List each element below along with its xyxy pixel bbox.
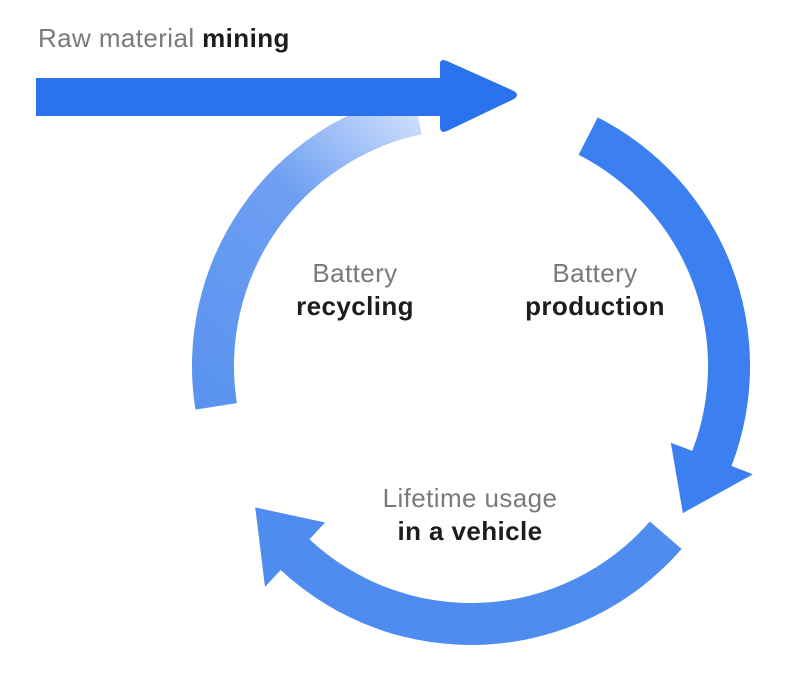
stage-label-usage: Lifetime usage in a vehicle: [340, 482, 600, 548]
raw-material-mining-label: Raw material mining: [38, 22, 290, 55]
stage-line2: recycling: [296, 291, 414, 321]
stage-label-production: Battery production: [505, 257, 685, 323]
stage-line2: in a vehicle: [397, 516, 543, 546]
production-arc-arrow: [578, 117, 753, 514]
stage-line1: Lifetime usage: [382, 483, 558, 513]
stage-line1: Battery: [312, 258, 398, 288]
title-dark-text: mining: [202, 23, 290, 53]
stage-label-recycling: Battery recycling: [270, 257, 440, 323]
title-light-text: Raw material: [38, 23, 195, 53]
usage-arc-arrow: [255, 507, 682, 645]
raw-material-input-arrow: [36, 60, 517, 132]
stage-line2: production: [525, 291, 665, 321]
stage-line1: Battery: [552, 258, 638, 288]
recycling-arc: [191, 93, 422, 410]
